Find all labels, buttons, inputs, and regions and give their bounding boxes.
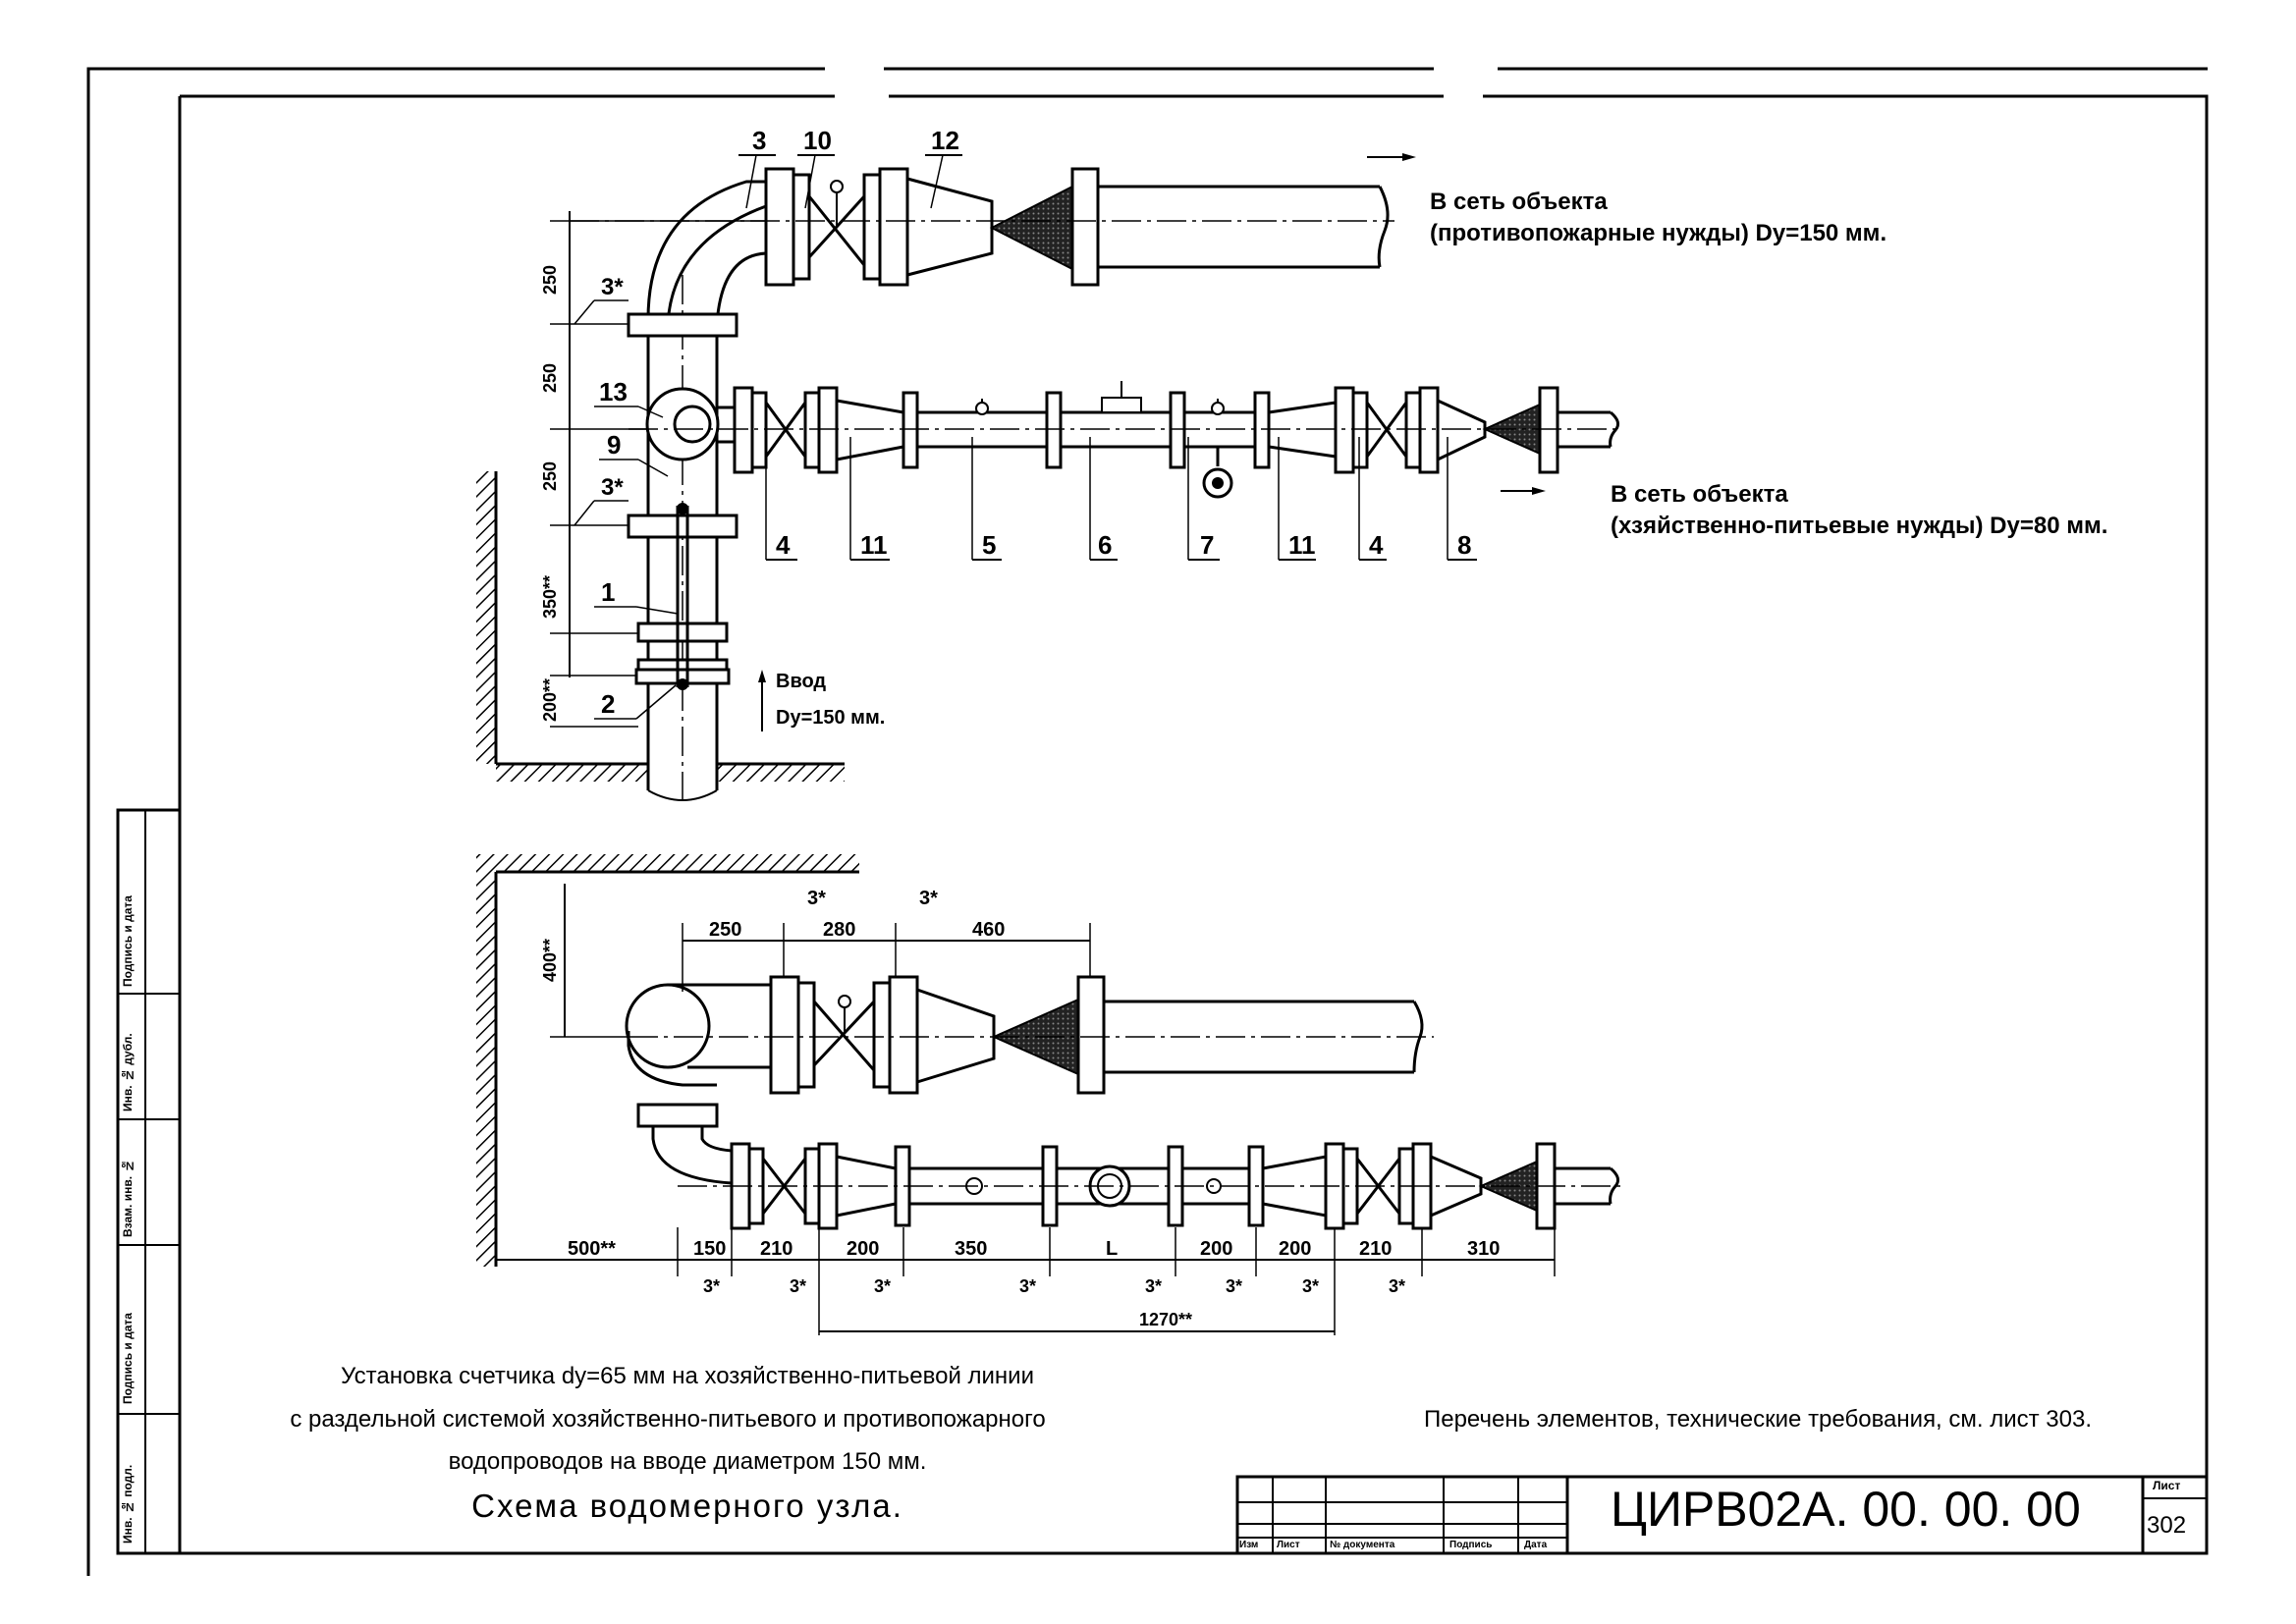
top-mark-2: 3* <box>919 888 938 909</box>
pos-label: 7 <box>1200 530 1214 560</box>
lower-dim-labels: 250 280 460 3* 3* 400** 500** 150 210 20… <box>540 888 1500 1329</box>
schema-title: Схема водомерного узла. <box>471 1488 903 1524</box>
upper-plan <box>476 153 1620 801</box>
dim-v-2: 250 <box>540 363 560 393</box>
top-dim-3: 460 <box>972 919 1005 941</box>
document-code: ЦИРВ02А. 00. 00. 00 <box>1611 1482 2081 1537</box>
side-stamp <box>116 808 182 1555</box>
bottom-dim: 350 <box>955 1238 987 1260</box>
pos-label: 13 <box>599 377 628 406</box>
tb-col-sign: Подпись <box>1449 1540 1493 1550</box>
top-mark-1: 3* <box>807 888 826 909</box>
pos-label: 1 <box>601 577 615 607</box>
pos-label: 4 <box>1369 530 1384 560</box>
pos-label: 12 <box>931 126 959 155</box>
fire-net-label-2: (противопожарные нужды) Dy=150 мм. <box>1430 220 1886 246</box>
pos-label: 8 <box>1457 530 1471 560</box>
stamp-inv-dup: Инв. № дубл. <box>121 1033 135 1111</box>
stamp-sign-date-2: Подпись и дата <box>121 895 135 987</box>
pos-label: 6 <box>1098 530 1112 560</box>
caption-line-3: водопроводов на вводе диаметром 150 мм. <box>448 1448 927 1475</box>
caption-line-2: с раздельной системой хозяйственно-питье… <box>290 1406 1046 1433</box>
bottom-mark: 3* <box>703 1276 720 1296</box>
fire-line <box>570 167 1394 287</box>
pos-label: 9 <box>607 430 621 460</box>
overall-dim: 1270** <box>1139 1310 1192 1329</box>
bottom-dim: 500** <box>568 1238 616 1260</box>
dim-v-5: 200** <box>540 678 560 722</box>
bottom-dim: 150 <box>693 1238 726 1260</box>
bottom-mark: 3* <box>1389 1276 1405 1296</box>
vertical-dim-400: 400** <box>540 939 560 982</box>
bottom-dim: 310 <box>1467 1238 1500 1260</box>
bottom-mark: 3* <box>1226 1276 1242 1296</box>
bottom-dim: 200 <box>1279 1238 1311 1260</box>
pos-label: 11 <box>1288 530 1316 560</box>
house-net-label-1: В сеть объекта <box>1611 481 1788 508</box>
wall-hatch <box>476 471 845 782</box>
sheet-label: Лист <box>2153 1479 2181 1492</box>
fire-net-label-1: В сеть объекта <box>1430 189 1608 215</box>
upper-position-labels: 3 10 12 3* 13 9 3* 1 2 4 11 5 6 <box>574 126 1477 720</box>
pos-label: 2 <box>601 689 615 719</box>
title-block <box>1235 1475 2209 1555</box>
upper-vertical-dims <box>550 211 766 728</box>
stamp-replace-inv: Взам. инв. № <box>121 1159 135 1237</box>
bottom-mark: 3* <box>874 1276 891 1296</box>
tb-col-list: Лист <box>1277 1540 1300 1550</box>
bottom-mark: 3* <box>1302 1276 1319 1296</box>
inlet-size: Dy=150 мм. <box>776 707 885 729</box>
tb-col-izm: Изм <box>1239 1540 1259 1550</box>
pos-label: 3* <box>601 274 624 300</box>
dim-v-1: 250 <box>540 265 560 295</box>
inlet-label: Ввод <box>776 671 826 692</box>
pos-label: 4 <box>776 530 791 560</box>
bottom-dim: 200 <box>1200 1238 1232 1260</box>
reference-note: Перечень элементов, технические требован… <box>1423 1406 2093 1433</box>
lower-plan <box>476 854 1620 1335</box>
upper-dim-labels: 250 250 250 350** 200** <box>540 265 560 722</box>
tb-col-date: Дата <box>1524 1540 1548 1550</box>
sheet-frame <box>86 67 2209 1576</box>
bottom-dim: 210 <box>1359 1238 1392 1260</box>
dim-v-3: 250 <box>540 461 560 491</box>
bottom-dim: L <box>1106 1238 1118 1260</box>
pos-label: 3* <box>601 474 624 501</box>
tb-col-doc: № документа <box>1330 1540 1395 1550</box>
pos-label: 3 <box>752 126 766 155</box>
stamp-inv-orig: Инв. № подл. <box>121 1464 135 1543</box>
bottom-mark: 3* <box>1145 1276 1162 1296</box>
bottom-dim: 210 <box>760 1238 793 1260</box>
sheet-number: 302 <box>2147 1512 2187 1539</box>
dim-v-4: 350** <box>540 575 560 619</box>
bottom-dim: 200 <box>847 1238 879 1260</box>
top-dim-1: 250 <box>709 919 741 941</box>
caption-line-1: Установка счетчика dy=65 мм на хозяйстве… <box>340 1363 1034 1389</box>
pos-label: 11 <box>860 530 888 560</box>
top-dim-2: 280 <box>823 919 855 941</box>
house-net-label-2: (хзяйственно-питьевые нужды) Dy=80 мм. <box>1611 513 2107 539</box>
bottom-mark: 3* <box>790 1276 806 1296</box>
stamp-sign-date-1: Подпись и дата <box>121 1313 135 1404</box>
pos-label: 5 <box>982 530 996 560</box>
household-line <box>629 381 1620 499</box>
pos-label: 10 <box>803 126 832 155</box>
bottom-mark: 3* <box>1019 1276 1036 1296</box>
